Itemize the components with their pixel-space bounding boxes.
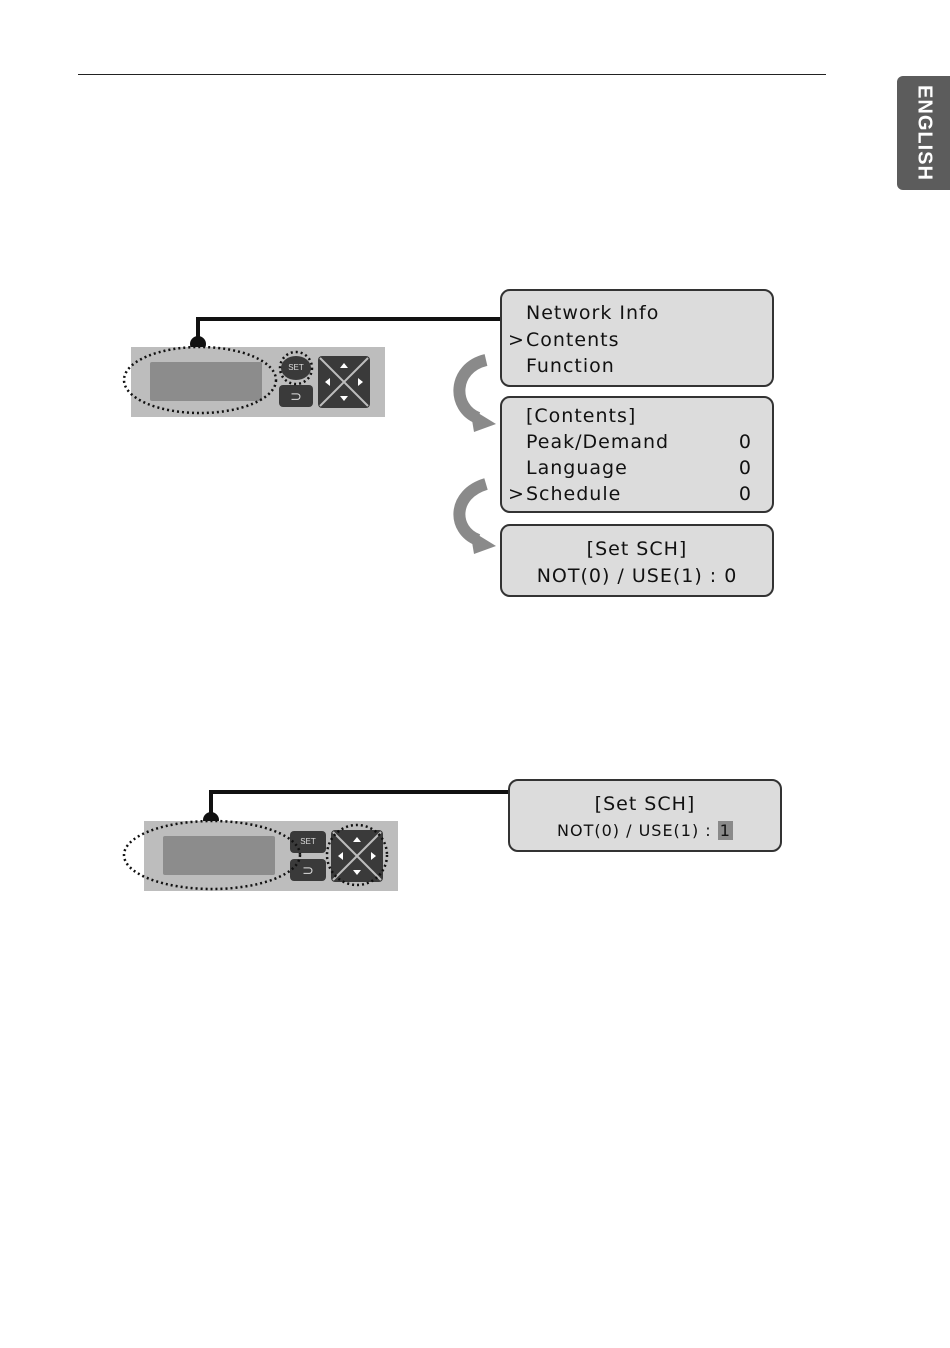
screen-title: [Set SCH] — [510, 791, 780, 817]
lcd-setsch-edit-screen: [Set SCH] NOT(0) / USE(1) : 1 — [508, 779, 782, 852]
selected-value[interactable]: 1 — [718, 821, 733, 840]
setsch-value-line[interactable]: NOT(0) / USE(1) : 1 — [510, 818, 780, 844]
